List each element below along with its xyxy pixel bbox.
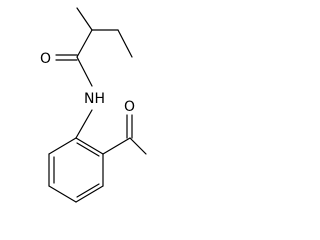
bond-methyl-to-chiral-carbon (76, 7, 93, 31)
ring-bond-c1-c2 (75, 137, 104, 155)
amide-nitrogen-label: NH (84, 91, 105, 107)
ring-bond-c6-c1 (48, 137, 77, 155)
ketone-oxygen-label: O (124, 99, 135, 115)
bond-nitrogen-to-ring (75, 109, 93, 139)
ring-bond-c4-c5 (48, 185, 77, 203)
bond-acetyl-carbonyl-to-methyl (129, 137, 147, 155)
ring-inner-double-c3-c4 (76, 183, 100, 198)
ring-bond-c3-c4 (75, 185, 104, 203)
amide-oxygen-label: O (40, 51, 51, 67)
bond-ethyl-ch2-to-ch3 (117, 29, 133, 58)
bond-ring-to-acetyl-carbonyl (102, 137, 131, 155)
bond-carbonyl-to-nitrogen (76, 56, 93, 87)
bond-chiral-carbon-to-carbonyl (76, 29, 93, 58)
ring-inner-double-c1-c2 (76, 142, 100, 157)
molecule-structure-diagram: O NH O (40, 7, 147, 203)
